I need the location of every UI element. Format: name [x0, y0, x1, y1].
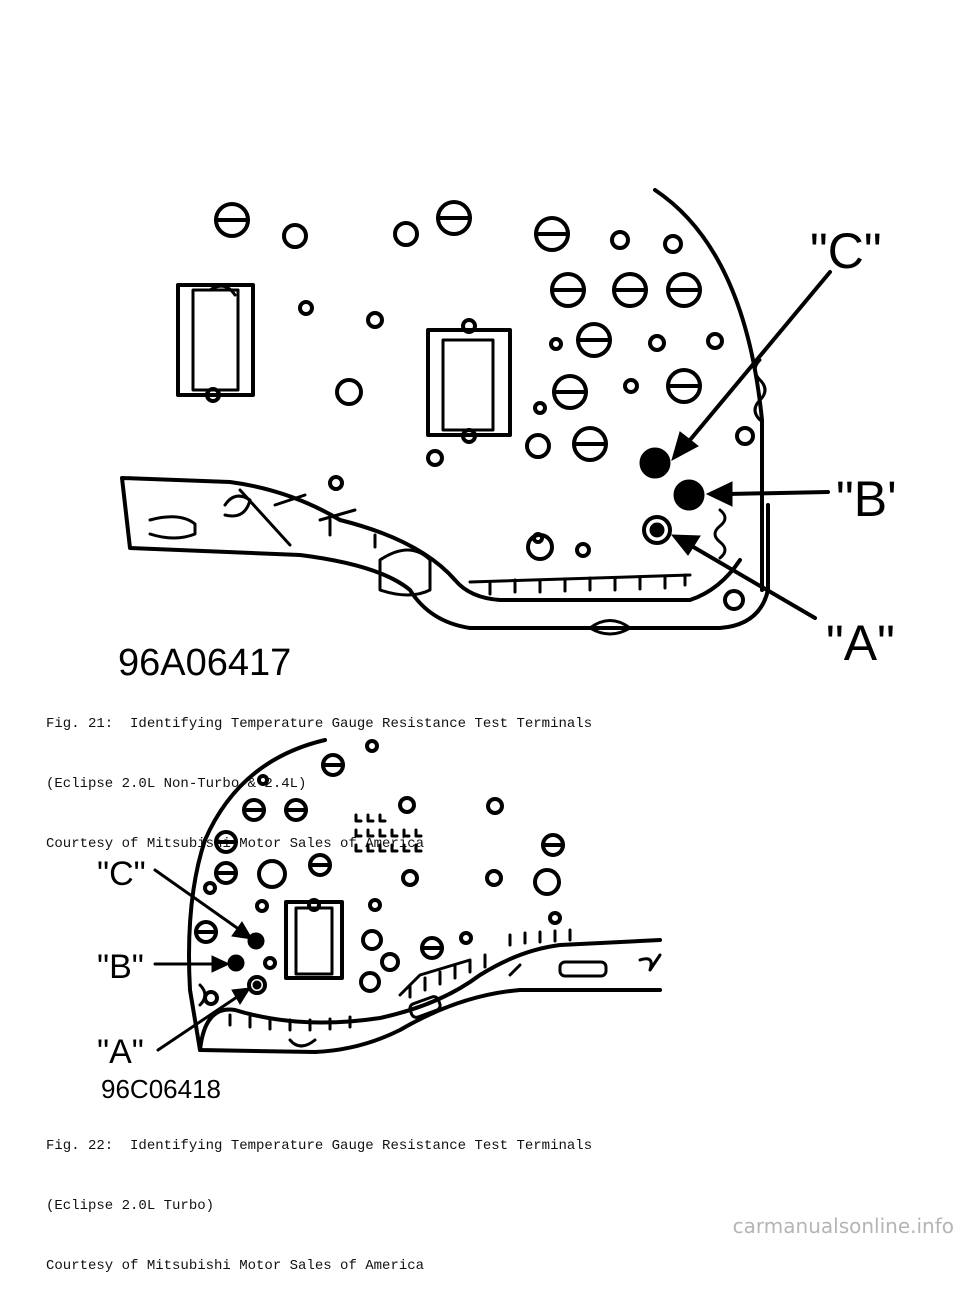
caption-subtitle: (Eclipse 2.0L Turbo) [46, 1198, 215, 1214]
caption-title: Fig. 22: Identifying Temperature Gauge R… [46, 1138, 593, 1154]
arrow-b [705, 481, 830, 507]
arrow-c [153, 868, 253, 940]
terminal-b [227, 954, 245, 972]
figure-id-label: 96A06417 [118, 642, 291, 680]
arrow-c [671, 270, 832, 462]
figure-21-illustration: "C" "B' "A" 96A06417 [0, 180, 960, 680]
caption-title: Fig. 21: Identifying Temperature Gauge R… [46, 716, 593, 732]
terminal-c [247, 932, 265, 950]
callout-b: "B' [836, 471, 897, 527]
terminal-c [639, 447, 671, 479]
callout-a: "A" [97, 1033, 144, 1071]
figure-22-caption: Fig. 22: Identifying Temperature Gauge R… [46, 1096, 592, 1296]
caption-courtesy: Courtesy of Mitsubishi Motor Sales of Am… [46, 1258, 425, 1274]
callout-a: "A" [826, 615, 895, 671]
turbo-gauge-cluster-drawing: "C" "B" "A" 96C06418 [97, 738, 662, 1100]
figure-22-illustration: "C" "B" "A" 96C06418 [0, 735, 960, 1100]
terminal-a [642, 515, 672, 545]
arrow-b [153, 955, 231, 973]
watermark: carmanualsonline.info [732, 1214, 954, 1238]
terminal-a [247, 975, 267, 995]
arrow-a [156, 987, 251, 1052]
terminal-b [673, 479, 705, 511]
gauge-cluster-circuit-board-drawing: "C" "B' "A" 96A06417 [118, 188, 897, 680]
arrow-a [670, 534, 817, 620]
caption-subtitle: (Eclipse 2.0L Non-Turbo & 2.4L) [46, 776, 307, 792]
figure-id-label: 96C06418 [101, 1074, 221, 1100]
callout-b: "B" [97, 948, 144, 986]
figure-21-caption: Fig. 21: Identifying Temperature Gauge R… [46, 674, 592, 874]
callout-c: "C" [810, 223, 882, 279]
callout-c: "C" [97, 855, 146, 893]
